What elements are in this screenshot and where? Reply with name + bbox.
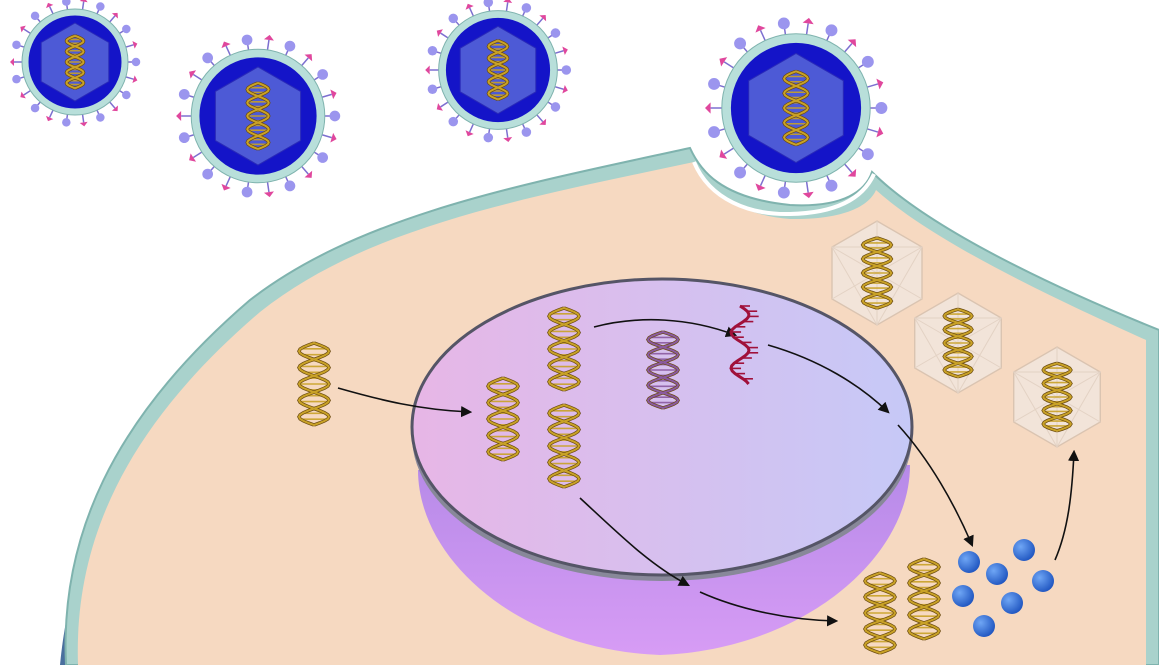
protein-icon xyxy=(958,551,980,573)
arrow-icon xyxy=(593,318,738,338)
dna-icon xyxy=(547,403,581,489)
capsid-genome-icon xyxy=(1041,361,1073,433)
dna-layer xyxy=(297,304,941,655)
dna-icon xyxy=(907,557,941,641)
protein-icon xyxy=(952,585,974,607)
virion-icon xyxy=(10,0,141,127)
capsid-genome-icon xyxy=(860,236,894,310)
virion-genome-icon xyxy=(782,69,810,147)
proteins-layer xyxy=(952,539,1054,637)
mrna-icon xyxy=(729,304,759,385)
dna-icon xyxy=(863,571,897,655)
virion-genome-icon xyxy=(486,39,510,101)
dna-icon xyxy=(297,341,331,427)
arrow-icon xyxy=(579,497,690,587)
virion-genome-icon xyxy=(245,81,271,151)
capsid-icon xyxy=(1012,346,1102,449)
protein-icon xyxy=(1013,539,1035,561)
virions-layer xyxy=(10,0,888,199)
assembled-capsids-layer xyxy=(831,220,1102,449)
protein-icon xyxy=(1001,592,1023,614)
protein-icon xyxy=(973,615,995,637)
virion-icon xyxy=(425,0,572,143)
arrow-icon xyxy=(897,424,974,548)
process-arrows xyxy=(337,318,1080,627)
capsid-icon xyxy=(913,292,1003,395)
virion-icon xyxy=(176,34,341,198)
virion-genome-icon xyxy=(64,34,86,90)
arrow-icon xyxy=(767,344,890,414)
virion-icon xyxy=(705,17,888,199)
endocytosis-pocket xyxy=(692,161,876,217)
dna-icon xyxy=(547,306,581,392)
protein-icon xyxy=(986,563,1008,585)
protein-icon xyxy=(1032,570,1054,592)
arrow-icon xyxy=(699,591,839,627)
dna-template-icon xyxy=(646,330,680,410)
arrow-icon xyxy=(1054,449,1080,561)
nucleus xyxy=(410,277,914,655)
dna-icon xyxy=(486,376,520,462)
capsid-icon xyxy=(831,220,923,327)
nucleus-top-face xyxy=(410,277,914,577)
arrow-icon xyxy=(337,387,473,418)
capsid-genome-icon xyxy=(942,307,974,379)
